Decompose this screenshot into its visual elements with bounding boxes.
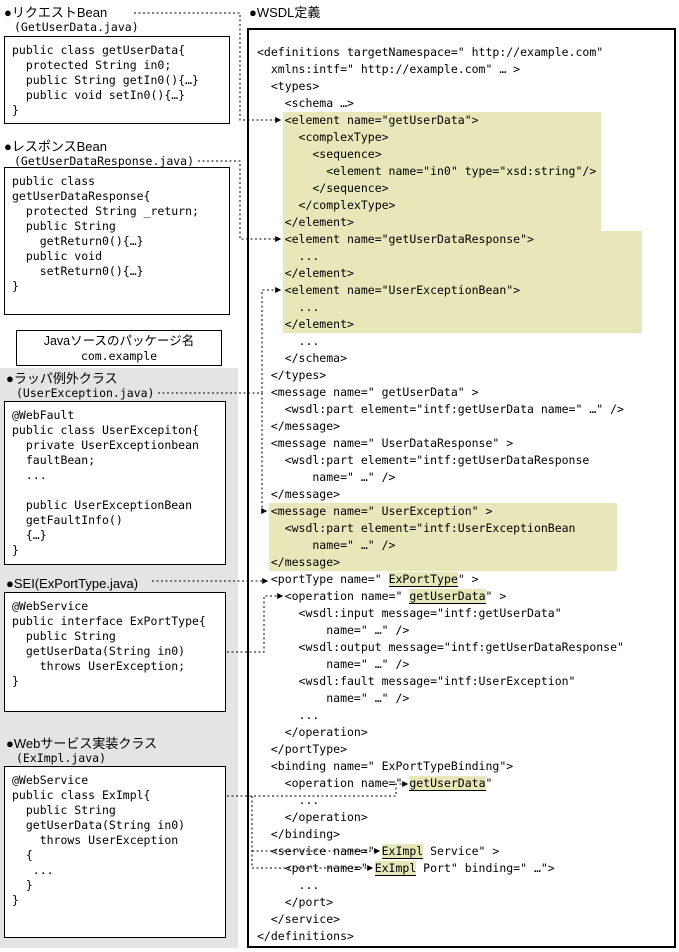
wsdl-line: ... xyxy=(257,334,320,348)
response-bean-code: public class getUserDataResponse{ protec… xyxy=(12,174,199,293)
response-bean-filename: (GetUserDataResponse.java) xyxy=(14,154,195,168)
exception-class-heading: ●ラッパ例外クラス xyxy=(6,371,118,386)
wsdl-line: </types> xyxy=(257,368,327,382)
wsdl-line: </definitions> xyxy=(257,929,354,943)
wsdl-line: <element name="UserExceptionBean"> xyxy=(257,283,521,297)
package-value: com.example xyxy=(80,349,158,363)
wsdl-line: </port> xyxy=(257,895,334,909)
wsdl-line: </message> xyxy=(257,487,341,501)
wsdl-line: <port name=" ExImpl Port" binding=" …"> xyxy=(257,861,555,876)
wsdl-line: <message name=" UserDataResponse" > xyxy=(257,436,514,450)
wsdl-line: <binding name=" ExPortTypeBinding"> xyxy=(257,759,514,773)
highlight-element-getuserdata xyxy=(283,112,601,231)
wsdl-line: <wsdl:fault message="intf:UserException" xyxy=(257,674,576,688)
wsdl-line: <schema …> xyxy=(257,96,354,110)
wsdl-line: </element> xyxy=(257,317,354,331)
exception-class-code-box: @WebFault public class UserExcepiton{ pr… xyxy=(4,401,226,565)
highlight-message-userexception xyxy=(269,503,617,571)
wsdl-line: <wsdl:part element="intf:getUserDataResp… xyxy=(257,453,590,467)
wsdl-line: <message name=" UserException" > xyxy=(257,504,493,518)
request-bean-heading: ●リクエストBean xyxy=(4,5,108,20)
highlight-element-getuserdataresponse xyxy=(283,231,642,282)
sei-code-box: @WebService public interface ExPortType{… xyxy=(4,592,226,712)
wsdl-line: ... xyxy=(257,249,320,263)
wsdl-line: </complexType> xyxy=(257,198,396,212)
wsdl-highlighted-word: getUserData xyxy=(409,589,486,604)
response-bean-heading: ●レスポンスBean xyxy=(4,139,107,154)
wsdl-line: </sequence> xyxy=(257,181,389,195)
wsdl-line: </element> xyxy=(257,266,354,280)
wsdl-line: <types> xyxy=(257,79,320,93)
wsdl-box: <definitions targetNamespace=" http://ex… xyxy=(247,28,676,948)
request-bean-code: public class getUserData{ protected Stri… xyxy=(12,43,199,117)
wsdl-line: </portType> xyxy=(257,742,348,756)
impl-class-filename: (ExImpl.java) xyxy=(16,751,107,765)
wsdl-line: <element name="getUserData"> xyxy=(257,113,479,127)
wsdl-line: <portType name=" ExPortType" > xyxy=(257,572,479,587)
response-bean-code-box: public class getUserDataResponse{ protec… xyxy=(4,167,230,315)
wsdl-line: <definitions targetNamespace=" http://ex… xyxy=(257,45,604,59)
wsdl-line: <operation name=" getUserData" xyxy=(257,776,493,791)
wsdl-heading: ●WSDL定義 xyxy=(249,5,321,20)
sei-heading: ●SEI(ExPortType.java) xyxy=(6,576,139,591)
wsdl-line: <wsdl:input message="intf:getUserData" xyxy=(257,606,562,620)
wsdl-line: </element> xyxy=(257,215,354,229)
impl-class-heading: ●Webサービス実装クラス xyxy=(6,736,158,751)
wsdl-line: name=" …" /> xyxy=(257,657,410,671)
wsdl-line: name=" …" /> xyxy=(257,470,396,484)
package-title: Javaソースのパッケージ名 xyxy=(43,334,195,348)
wsdl-line: </operation> xyxy=(257,725,368,739)
wsdl-line: </service> xyxy=(257,912,341,926)
wsdl-line: <element name="in0" type="xsd:string"/> xyxy=(257,164,597,178)
highlight-element-userexceptionbean xyxy=(283,282,642,333)
wsdl-line: </binding> xyxy=(257,827,341,841)
wsdl-highlighted-word: ExImpl xyxy=(374,861,417,876)
wsdl-highlighted-word: ExPortType xyxy=(388,572,458,587)
wsdl-line: name=" …" /> xyxy=(257,691,410,705)
wsdl-line: <wsdl:part element="intf:getUserData nam… xyxy=(257,402,624,416)
wsdl-line: name=" …" /> xyxy=(257,623,410,637)
wsdl-line: </message> xyxy=(257,419,341,433)
wsdl-line: <operation name=" getUserData" > xyxy=(257,589,507,604)
request-bean-filename: (GetUserData.java) xyxy=(14,20,139,34)
wsdl-line: ... xyxy=(257,793,320,807)
wsdl-line: <message name=" getUserData" > xyxy=(257,385,479,399)
sei-code: @WebService public interface ExPortType{… xyxy=(12,599,206,688)
wsdl-line: </schema> xyxy=(257,351,348,365)
exception-class-code: @WebFault public class UserExcepiton{ pr… xyxy=(12,408,199,557)
package-box: Javaソースのパッケージ名 com.example xyxy=(16,330,222,366)
wsdl-line: <complexType> xyxy=(257,130,389,144)
wsdl-line: <sequence> xyxy=(257,147,382,161)
request-bean-code-box: public class getUserData{ protected Stri… xyxy=(4,36,230,124)
wsdl-line: <wsdl:output message="intf:getUserDataRe… xyxy=(257,640,624,654)
wsdl-line: </operation> xyxy=(257,810,368,824)
wsdl-highlighted-word: ExImpl xyxy=(381,844,424,859)
exception-class-filename: (UserException.java) xyxy=(16,386,155,400)
wsdl-line: <service name=" ExImpl Service" > xyxy=(257,844,500,859)
wsdl-line: <element name="getUserDataResponse"> xyxy=(257,232,534,246)
wsdl-highlighted-word: getUserData xyxy=(409,776,486,791)
wsdl-line: xmlns:intf=" http://example.com" … > xyxy=(257,62,521,76)
wsdl-line: ... xyxy=(257,708,320,722)
wsdl-line: <wsdl:part element="intf:UserExceptionBe… xyxy=(257,521,576,535)
wsdl-line: name=" …" /> xyxy=(257,538,396,552)
impl-class-code-box: @WebService public class ExImpl{ public … xyxy=(4,766,226,938)
wsdl-code: <definitions targetNamespace=" http://ex… xyxy=(257,44,624,945)
impl-class-code: @WebService public class ExImpl{ public … xyxy=(12,773,186,907)
wsdl-line: ... xyxy=(257,300,320,314)
wsdl-line: ... xyxy=(257,878,320,892)
wsdl-line: </message> xyxy=(257,555,341,569)
